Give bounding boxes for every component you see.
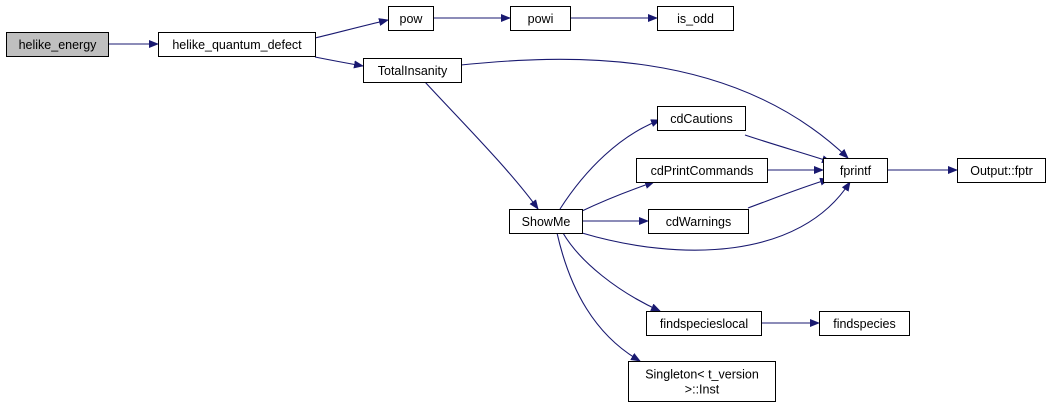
node-box[interactable] <box>648 209 749 234</box>
node-label: TotalInsanity <box>378 64 448 78</box>
edge-cdwarnings-to-fprintf <box>747 177 830 209</box>
edges-layer <box>108 14 958 362</box>
node-showme[interactable]: ShowMe <box>509 209 583 234</box>
node-box[interactable] <box>657 106 746 131</box>
node-label: helike_quantum_defect <box>172 38 302 52</box>
node-label: cdWarnings <box>666 215 732 229</box>
node-label: ShowMe <box>522 215 571 229</box>
edge-showme-to-cdprintcommands <box>581 181 655 212</box>
node-box[interactable] <box>957 158 1046 183</box>
node-powi[interactable]: powi <box>510 6 571 31</box>
node-findspecies[interactable]: findspecies <box>819 311 910 336</box>
node-box[interactable] <box>510 6 571 31</box>
edge-totalinsanity-to-fprintf <box>460 58 849 159</box>
node-label: findspecieslocal <box>660 317 748 331</box>
node-label: powi <box>528 12 554 26</box>
edge-totalinsanity-to-showme <box>424 81 539 210</box>
node-box[interactable] <box>628 361 776 402</box>
node-fprintf[interactable]: fprintf <box>823 158 888 183</box>
node-helike-energy[interactable]: helike_energy <box>6 32 109 57</box>
node-label: fprintf <box>840 164 872 178</box>
node-label: >::Inst <box>685 383 720 397</box>
node-totalinsanity[interactable]: TotalInsanity <box>363 58 462 83</box>
node-label: cdCautions <box>670 112 733 126</box>
edge-helike-quantum-defect-to-pow <box>314 18 389 39</box>
node-box[interactable] <box>509 209 583 234</box>
node-findspecieslocal[interactable]: findspecieslocal <box>646 311 762 336</box>
node-box[interactable] <box>158 32 316 57</box>
node-pow[interactable]: pow <box>388 6 434 31</box>
node-label: is_odd <box>677 12 714 26</box>
edge-showme-to-cdcautions <box>559 119 661 210</box>
node-is-odd[interactable]: is_odd <box>657 6 734 31</box>
node-label: pow <box>400 12 424 26</box>
edge-helike-quantum-defect-to-totalinsanity <box>314 56 364 69</box>
node-box[interactable] <box>657 6 734 31</box>
nodes-layer: helike_energy helike_quantum_defect pow pow… <box>6 6 1046 402</box>
node-cdcautions[interactable]: cdCautions <box>657 106 746 131</box>
node-box[interactable] <box>819 311 910 336</box>
edge-cdcautions-to-fprintf <box>744 134 832 164</box>
node-label: Output::fptr <box>970 164 1033 178</box>
edge-showme-to-findspecieslocal <box>562 232 661 312</box>
edge-showme-to-fprintf <box>581 181 851 251</box>
node-box[interactable] <box>646 311 762 336</box>
node-box[interactable] <box>823 158 888 183</box>
node-label: Singleton< t_version <box>645 368 759 382</box>
node-helike-quantum-defect[interactable]: helike_quantum_defect <box>158 32 316 57</box>
node-cdprintcommands[interactable]: cdPrintCommands <box>636 158 768 183</box>
node-box[interactable] <box>636 158 768 183</box>
node-box[interactable] <box>363 58 462 83</box>
node-label: findspecies <box>833 317 896 331</box>
node-box[interactable] <box>388 6 434 31</box>
node-cdwarnings[interactable]: cdWarnings <box>648 209 749 234</box>
node-output-fptr[interactable]: Output::fptr <box>957 158 1046 183</box>
node-singleton-inst[interactable]: Singleton< t_version>::Inst <box>628 361 776 402</box>
edge-showme-to-singleton-inst <box>556 232 641 362</box>
node-label: helike_energy <box>19 38 98 52</box>
node-box[interactable] <box>6 32 109 57</box>
node-label: cdPrintCommands <box>651 164 754 178</box>
